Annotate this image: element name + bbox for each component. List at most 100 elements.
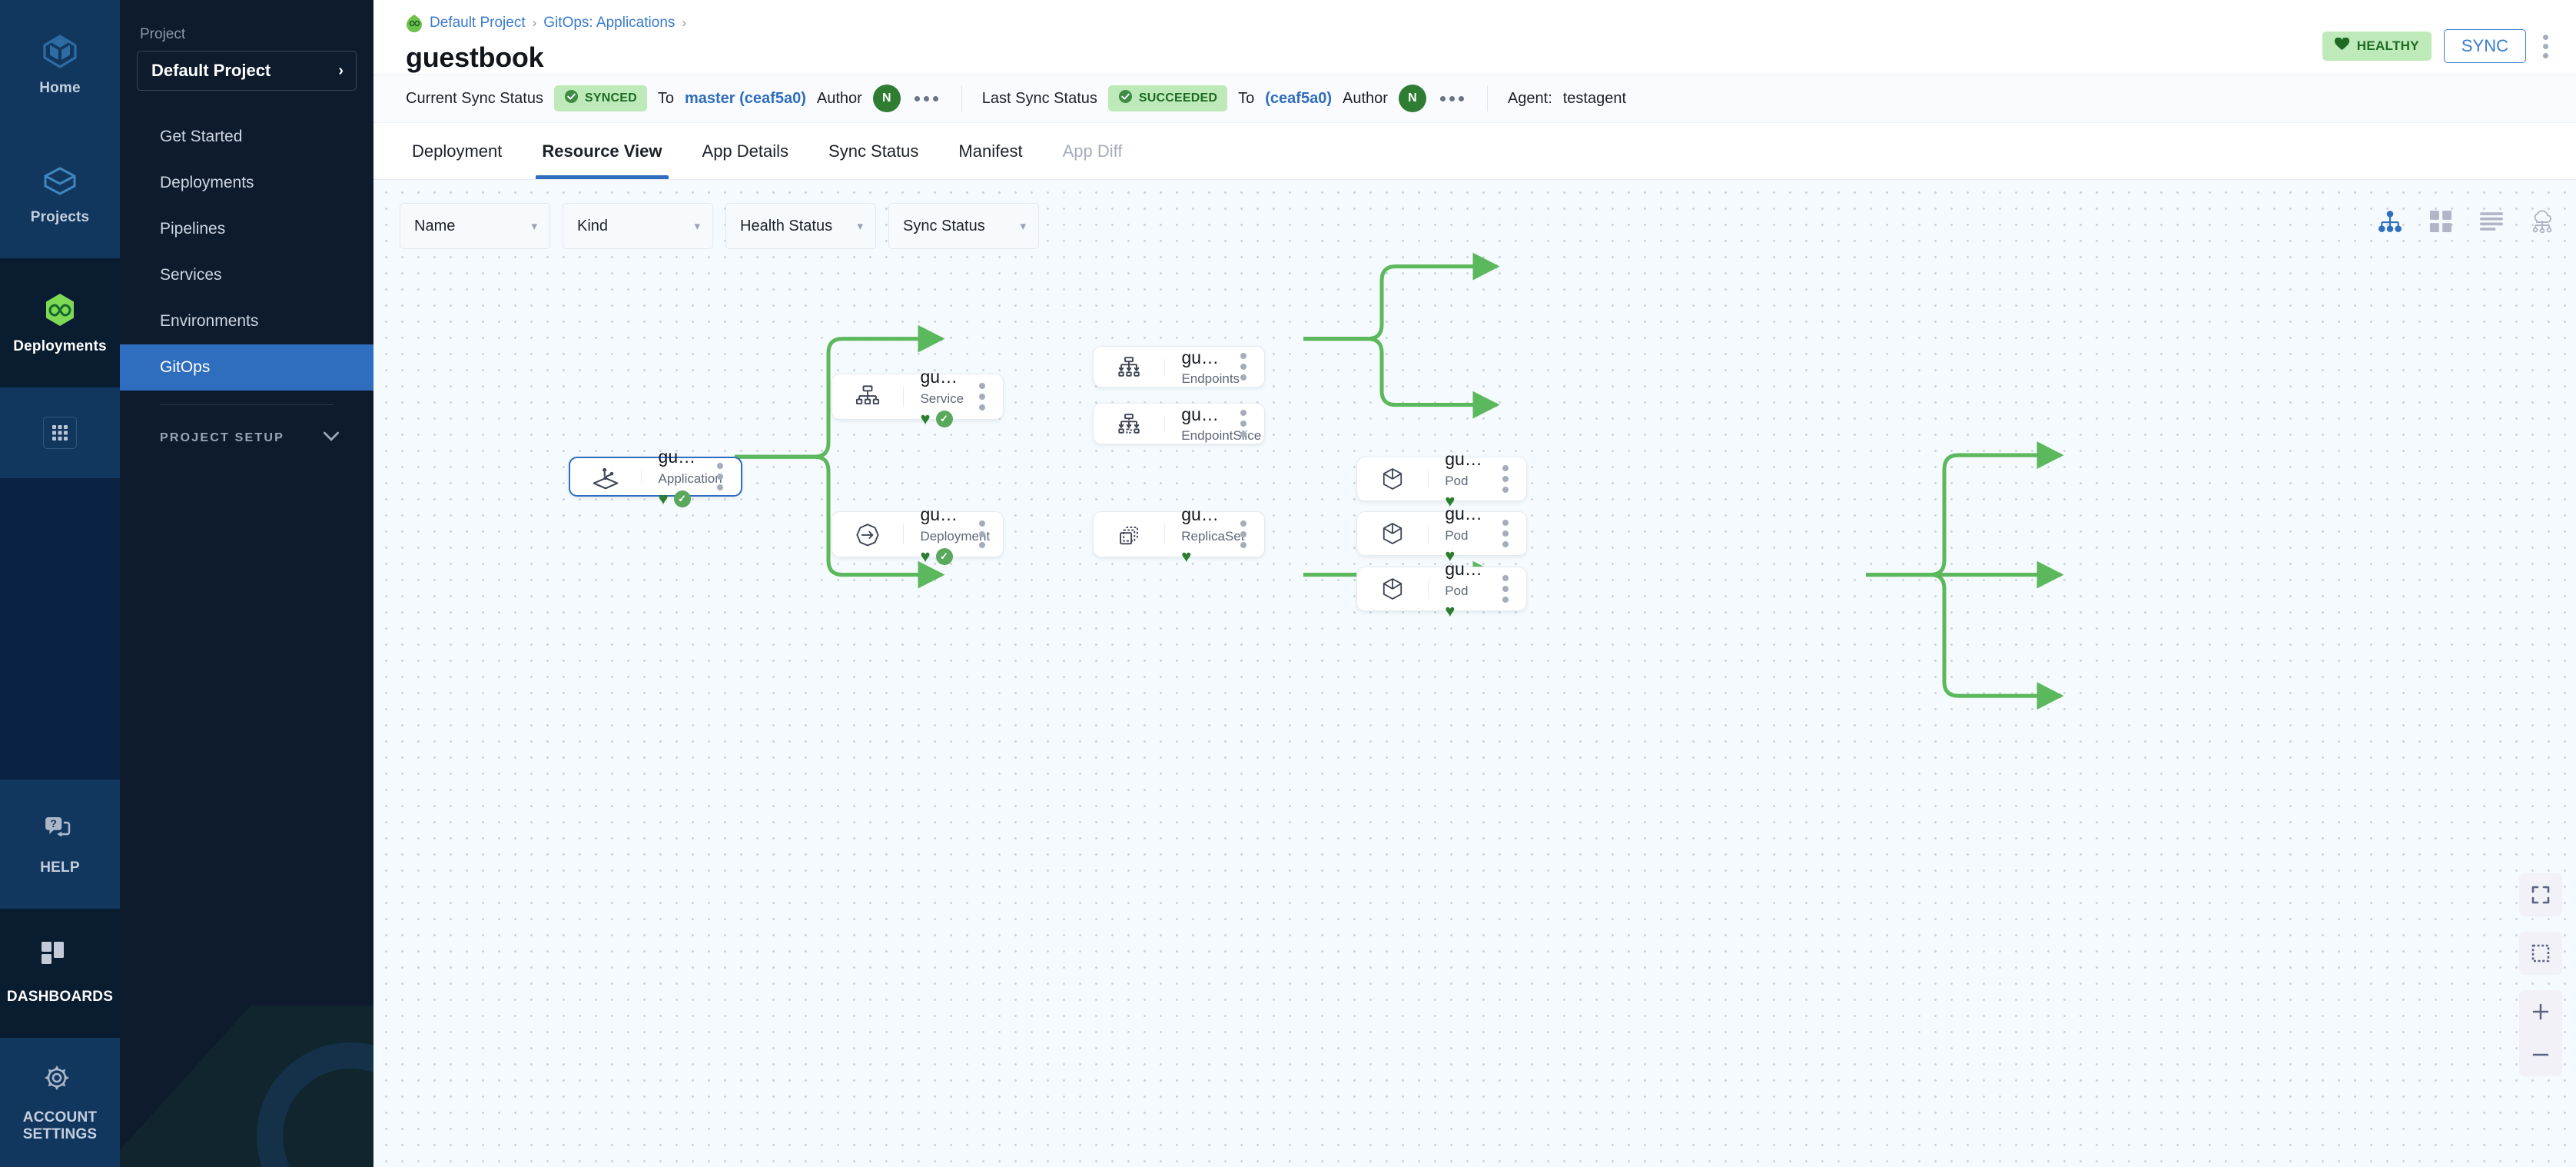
graph-node-replicaset[interactable]: guestbook-ui-5b64f69597 ReplicaSet ♥: [1093, 504, 1265, 564]
graph-node-kind: Service: [920, 391, 964, 406]
graph-node-service[interactable]: guestbook-ui Service ♥ ✓: [832, 367, 1004, 427]
divider: [641, 470, 642, 483]
filter-label: Health Status: [740, 217, 833, 234]
deployment-icon: [832, 519, 903, 550]
graph-node-body: guestbook-ui-5b64f6959… Pod ♥: [1428, 503, 1495, 564]
last-sync-revision-link[interactable]: (ceaf5a0): [1265, 89, 1332, 107]
subnav-title: Project: [140, 26, 186, 42]
rail-item-projects[interactable]: Projects: [0, 129, 120, 258]
rail-item-dashboards[interactable]: DASHBOARDS: [0, 909, 120, 1038]
heart-icon: ♥: [1181, 546, 1192, 566]
graph-viewport[interactable]: guestbook Application ♥ ✓: [373, 180, 2576, 1167]
filter-health-status[interactable]: Health Status ▾: [725, 203, 876, 249]
avatar: N: [872, 85, 901, 112]
tab-label: Manifest: [958, 141, 1023, 161]
graph-node-menu-button[interactable]: [1495, 520, 1526, 547]
current-sync-revision-link[interactable]: master (ceaf5a0): [684, 89, 806, 107]
last-sync-more-button[interactable]: [1437, 91, 1467, 106]
last-sync-status-value: SUCCEEDED: [1138, 91, 1218, 105]
tab-sync-status[interactable]: Sync Status: [808, 123, 938, 179]
current-sync-more-button[interactable]: [911, 91, 941, 106]
last-sync-to-label: To: [1238, 89, 1255, 107]
graph-node-deployment[interactable]: guestbook-ui Deployment ♥ ✓: [832, 504, 1004, 565]
list-view-icon[interactable]: [2476, 206, 2507, 237]
service-icon: [832, 381, 903, 412]
divider: [1486, 85, 1488, 111]
graph-node-body: guestbook-ui-5b64f69597 ReplicaSet ♥: [1164, 504, 1244, 566]
header-more-menu-button[interactable]: [2538, 30, 2553, 63]
select-area-icon[interactable]: [2519, 932, 2562, 975]
breadcrumb-link-default-project[interactable]: Default Project: [430, 15, 526, 31]
current-sync-author-label: Author: [816, 89, 862, 107]
grid-view-icon[interactable]: [2425, 206, 2456, 237]
agent-value: testagent: [1562, 89, 1627, 107]
sync-button[interactable]: SYNC: [2443, 29, 2526, 63]
tab-app-details[interactable]: App Details: [682, 123, 809, 179]
heart-icon: ♥: [658, 488, 669, 508]
rail-item-deployments[interactable]: Deployments: [0, 258, 120, 387]
sidebar-item-get-started[interactable]: Get Started: [120, 114, 373, 160]
graph-node-menu-button[interactable]: [710, 463, 741, 490]
project-setup-section[interactable]: PROJECT SETUP: [120, 417, 373, 459]
graph-node-endpointslice[interactable]: guestbook-ui-ncpmr EndpointSlice: [1093, 403, 1265, 444]
tab-resource-view[interactable]: Resource View: [522, 123, 682, 179]
tab-label: Sync Status: [828, 141, 919, 161]
sidebar-item-services[interactable]: Services: [120, 252, 373, 298]
edge-service-to-endpoints: [1303, 252, 1500, 341]
breadcrumb-link-gitops-applications[interactable]: GitOps: Applications: [543, 15, 676, 31]
home-hex-icon: [41, 32, 79, 71]
rail-item-home[interactable]: Home: [0, 0, 120, 129]
zoom-out-icon[interactable]: [2519, 1033, 2562, 1076]
graph-node-menu-button[interactable]: [1495, 575, 1526, 603]
graph-node-endpoints[interactable]: guestbook-ui Endpoints: [1093, 346, 1265, 387]
filter-kind[interactable]: Kind ▾: [563, 203, 713, 249]
page-title: guestbook: [406, 42, 544, 73]
graph-node-menu-button[interactable]: [972, 383, 1003, 411]
filter-sync-status[interactable]: Sync Status ▾: [888, 203, 1039, 249]
graph-node-body: guestbook-ui-ncpmr EndpointSlice: [1164, 404, 1261, 444]
resource-graph-canvas[interactable]: Name ▾ Kind ▾ Health Status ▾ Sync Statu…: [373, 180, 2576, 1167]
graph-node-menu-button[interactable]: [972, 520, 1003, 548]
graph-edges: [735, 252, 2064, 710]
fit-screen-icon[interactable]: [2519, 873, 2562, 916]
graph-node-application[interactable]: guestbook Application ♥ ✓: [569, 447, 742, 507]
zoom-in-icon[interactable]: [2519, 990, 2562, 1033]
graph-node-kind: Deployment: [920, 528, 991, 544]
divider: [160, 404, 334, 405]
graph-node-badges: ♥: [1445, 492, 1488, 510]
chevron-right-icon: ›: [338, 62, 344, 79]
graph-view-icon[interactable]: [2375, 206, 2405, 237]
header-actions: HEALTHY SYNC: [2322, 29, 2553, 63]
graph-node-body: guestbook-ui Service ♥ ✓: [903, 366, 972, 427]
sidebar-item-environments[interactable]: Environments: [120, 298, 373, 344]
graph-node-menu-button[interactable]: [1233, 410, 1264, 437]
zoom-controls: [2519, 873, 2562, 1076]
tab-deployment[interactable]: Deployment: [406, 123, 522, 179]
heart-icon: ♥: [920, 408, 931, 428]
rail-item-account-settings[interactable]: ACCOUNT SETTINGS: [0, 1038, 120, 1167]
rail-item-apps[interactable]: [0, 387, 120, 478]
sync-button-label: SYNC: [2461, 36, 2508, 55]
sidebar-item-pipelines[interactable]: Pipelines: [120, 206, 373, 252]
filter-label: Sync Status: [903, 217, 985, 234]
project-selector[interactable]: Default Project ›: [137, 51, 357, 91]
graph-node-badges: ♥ ✓: [920, 408, 964, 428]
filter-name[interactable]: Name ▾: [400, 203, 550, 249]
pod-icon: [1357, 574, 1428, 603]
graph-node-pod-1[interactable]: guestbook-ui-5b64f6959… Pod ♥: [1356, 449, 1527, 509]
graph-node-menu-button[interactable]: [1233, 353, 1264, 381]
graph-node-pod-3[interactable]: guestbook-ui-5b64f6959… Pod ♥: [1356, 559, 1527, 619]
graph-node-menu-button[interactable]: [1233, 520, 1264, 548]
tab-manifest[interactable]: Manifest: [938, 123, 1042, 179]
rail-item-label: ACCOUNT SETTINGS: [22, 1109, 98, 1142]
graph-node-menu-button[interactable]: [1495, 465, 1526, 493]
rail-item-label: HELP: [40, 859, 80, 876]
sidebar-item-deployments[interactable]: Deployments: [120, 160, 373, 206]
rail-item-label: Projects: [30, 209, 90, 226]
network-cloud-view-icon[interactable]: [2527, 206, 2558, 237]
sidebar-item-gitops[interactable]: GitOps: [120, 344, 373, 391]
rail-item-help[interactable]: ? HELP: [0, 780, 120, 909]
graph-node-title: guestbook: [658, 447, 702, 467]
graph-node-pod-2[interactable]: guestbook-ui-5b64f6959… Pod ♥: [1356, 504, 1527, 564]
